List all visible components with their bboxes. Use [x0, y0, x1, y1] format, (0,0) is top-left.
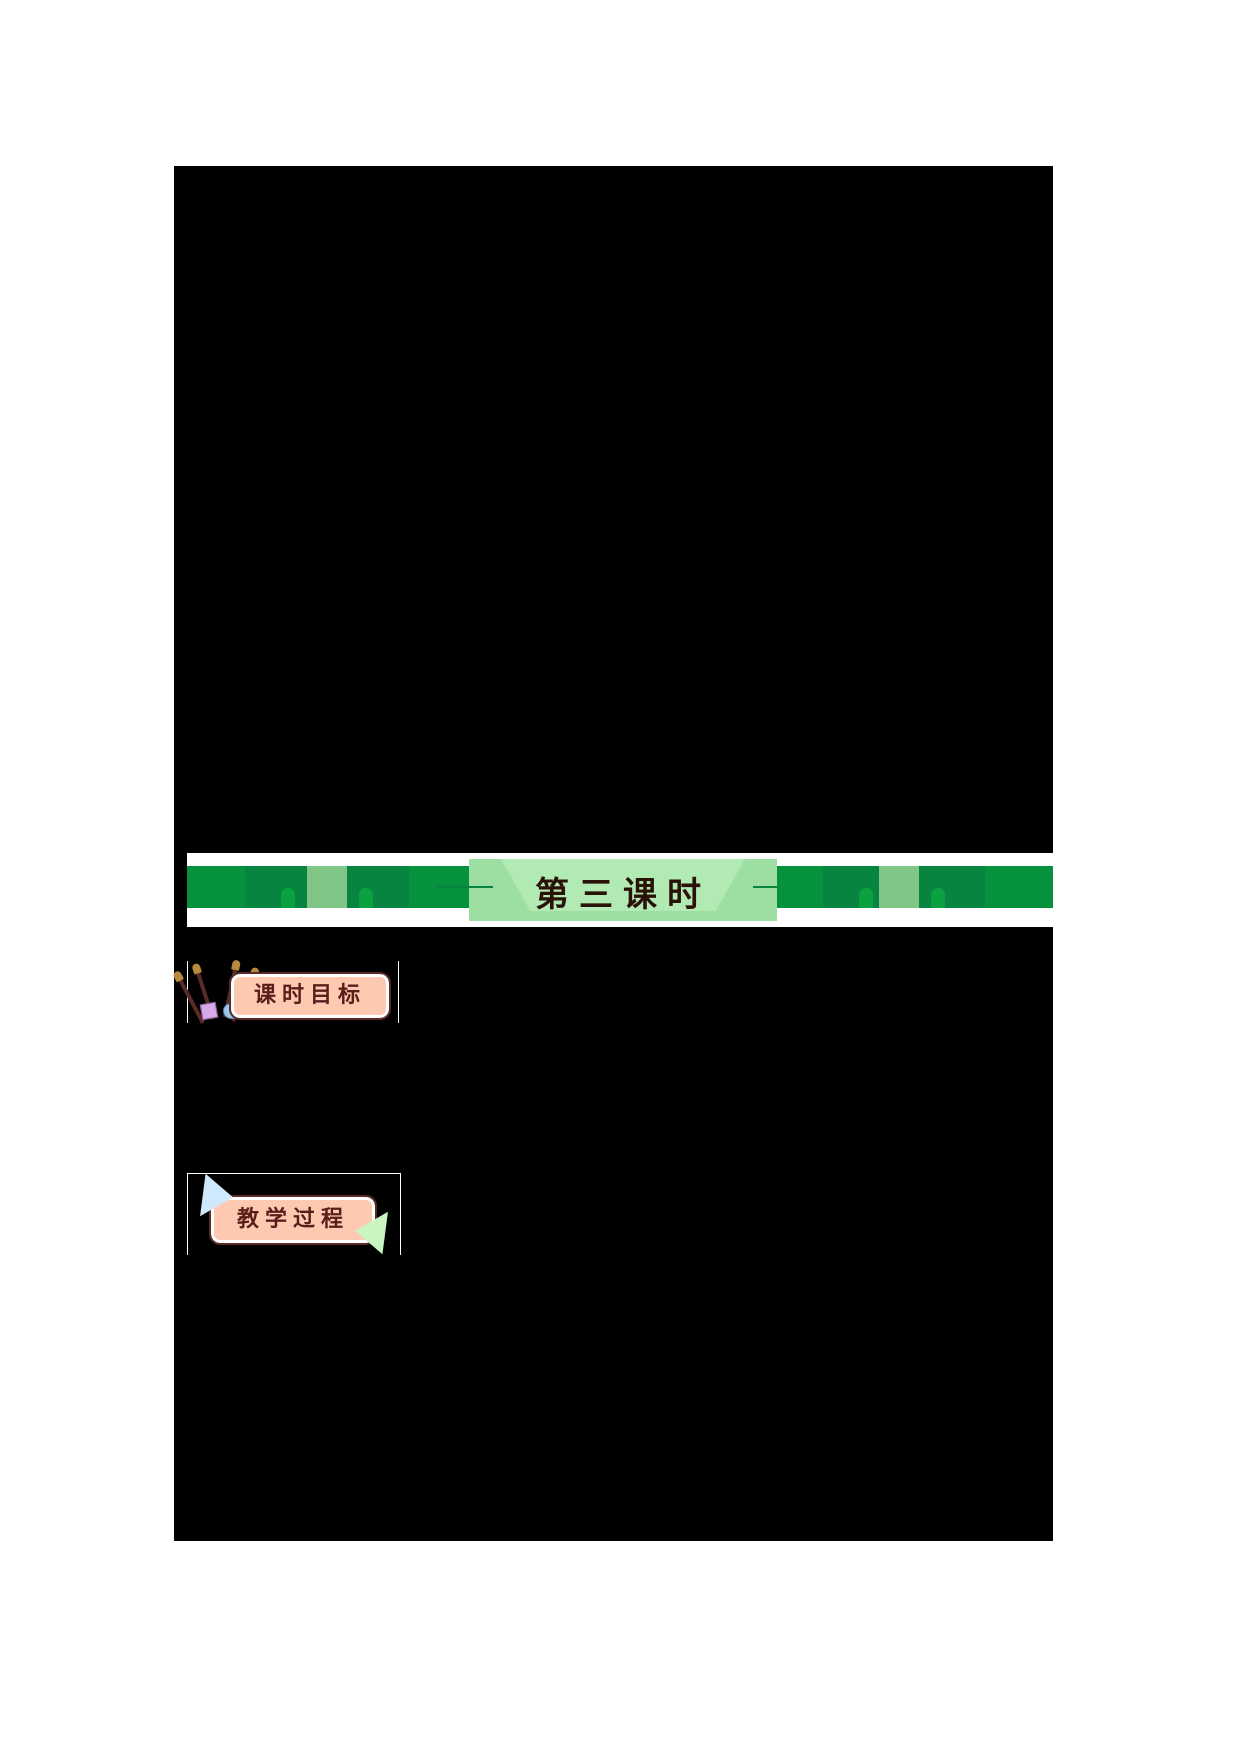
banner-tick-left — [469, 886, 493, 888]
leaf-icon — [281, 888, 295, 908]
banner-segment — [985, 866, 1053, 908]
sticky-note-icon — [199, 1001, 219, 1021]
frame-line — [400, 1173, 401, 1255]
banner-segment — [777, 866, 823, 908]
frame-line — [187, 1173, 188, 1255]
frame-line — [398, 961, 399, 1023]
banner-segment — [823, 866, 879, 908]
section-header-process: 教学过程 — [183, 1167, 405, 1261]
banner-divider-line — [437, 886, 469, 888]
banner-tick-right — [753, 886, 777, 888]
lesson-banner: 第三课时 — [187, 853, 1053, 927]
banner-title-panel: 第三课时 — [469, 859, 777, 921]
banner-segment — [187, 866, 245, 908]
lesson-title: 第三课时 — [535, 875, 711, 915]
section-title-process: 教学过程 — [209, 1195, 377, 1245]
banner-strip-right — [777, 866, 1053, 908]
leaf-icon — [359, 888, 373, 908]
section-title-goals: 课时目标 — [229, 972, 391, 1020]
leaf-icon — [931, 888, 945, 908]
banner-strip-left — [187, 866, 469, 908]
banner-segment — [307, 866, 347, 908]
banner-segment — [879, 866, 919, 908]
banner-title-inner — [501, 859, 745, 911]
section-header-goals: 课时目标 — [176, 961, 399, 1024]
banner-segment — [347, 866, 409, 908]
banner-segment — [245, 866, 307, 908]
frame-line — [187, 1173, 401, 1174]
banner-segment — [919, 866, 985, 908]
leaf-icon — [859, 888, 873, 908]
